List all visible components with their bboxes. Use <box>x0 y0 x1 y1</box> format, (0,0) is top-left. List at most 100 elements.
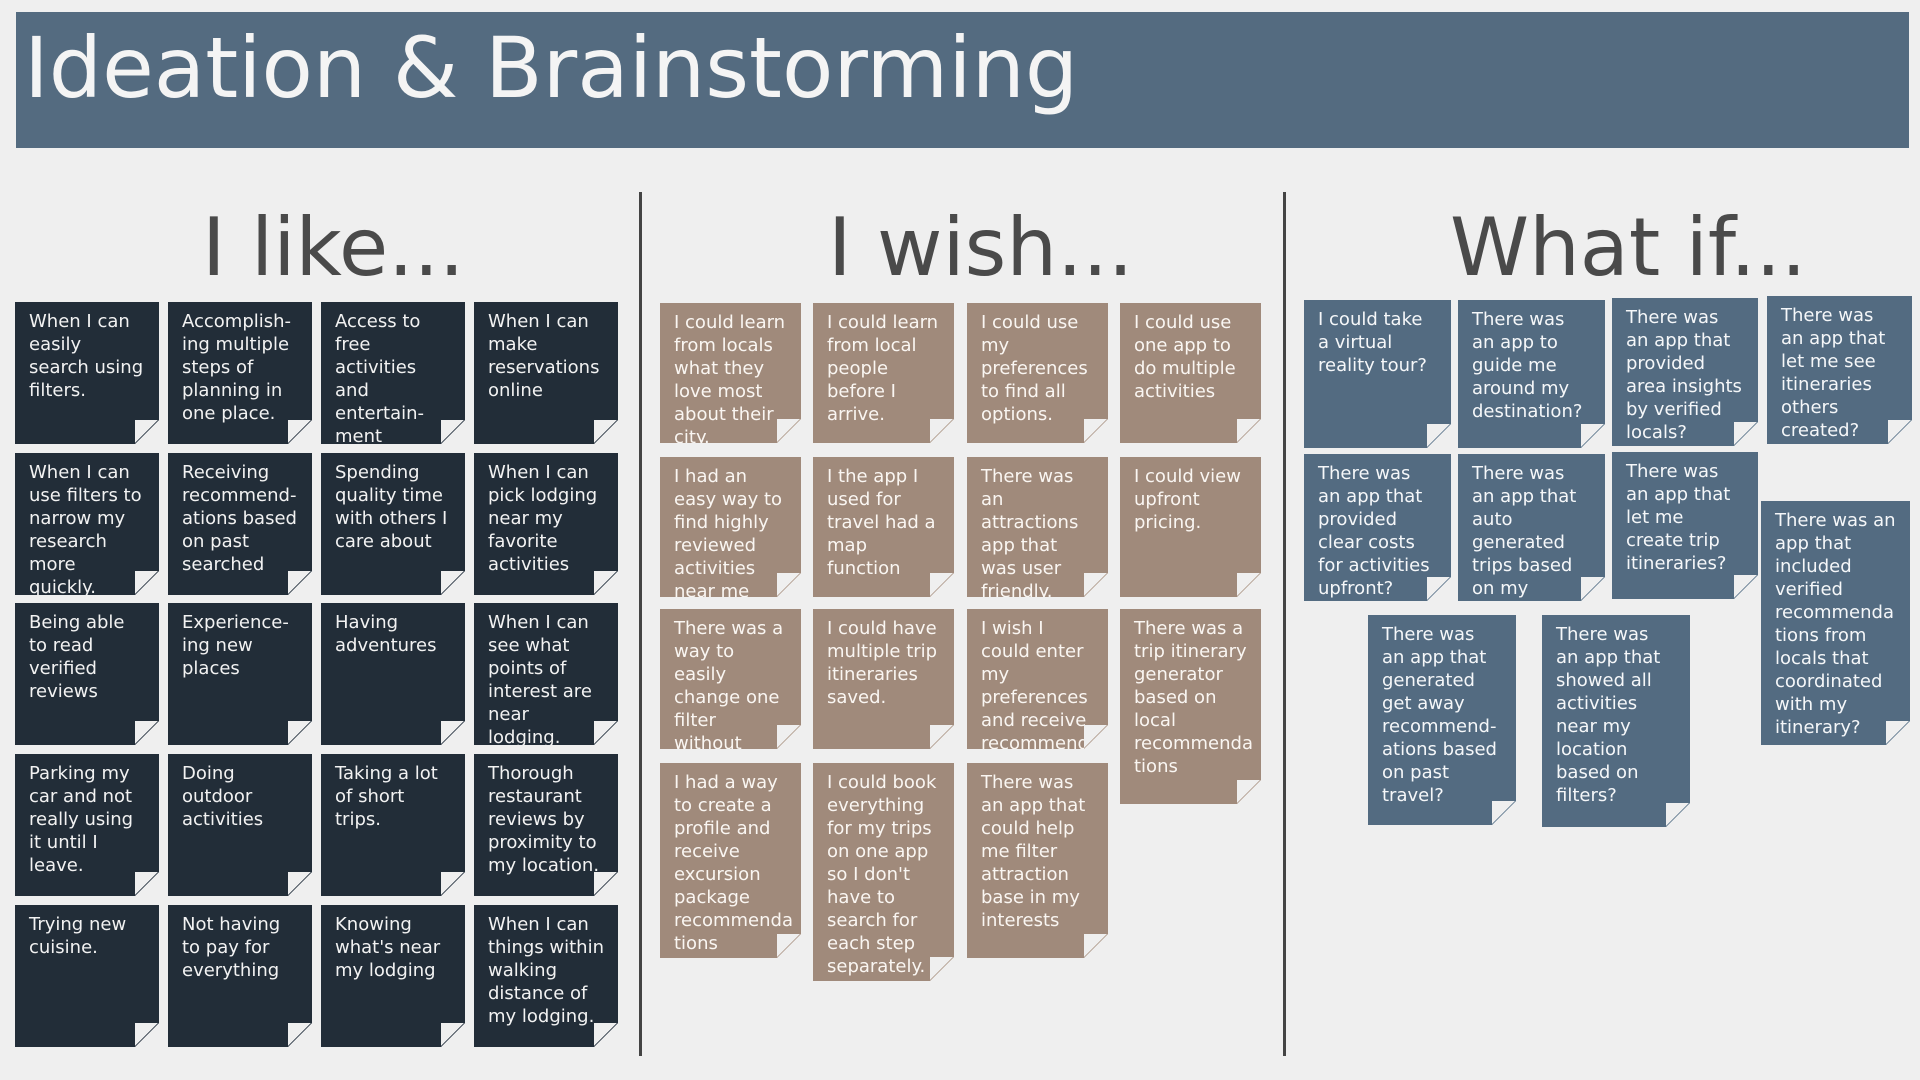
column-divider <box>1283 192 1286 1056</box>
whatif-heading: What if... <box>1450 201 1807 294</box>
page-curl-icon <box>135 872 159 896</box>
sticky-note-text: Receiving recommend-ations based on past… <box>182 462 297 575</box>
page-curl-icon <box>1886 721 1910 745</box>
sticky-note-text: I had an easy way to find highly reviewe… <box>674 466 783 597</box>
page-curl-icon <box>1084 725 1108 749</box>
page-curl-icon <box>1427 424 1451 448</box>
like-sticky-note[interactable]: Being able to read verified reviews <box>15 603 159 745</box>
page-curl-icon <box>930 725 954 749</box>
page-curl-icon <box>594 872 618 896</box>
sticky-note-text: Thorough restaurant reviews by proximity… <box>488 763 600 876</box>
wish-sticky-note[interactable]: There was a trip itinerary generator bas… <box>1120 609 1261 804</box>
whatif-sticky-note[interactable]: There was an app that let me see itinera… <box>1767 296 1912 444</box>
like-sticky-note[interactable]: Thorough restaurant reviews by proximity… <box>474 754 618 896</box>
wish-sticky-note[interactable]: I could book everything for my trips on … <box>813 763 954 981</box>
like-sticky-note[interactable]: Having adventures <box>321 603 465 745</box>
like-sticky-note[interactable]: When I can make reservations online <box>474 302 618 444</box>
like-heading: I like... <box>202 201 465 294</box>
like-sticky-note[interactable]: Doing outdoor activities <box>168 754 312 896</box>
like-sticky-note[interactable]: When I can see what points of interest a… <box>474 603 618 745</box>
sticky-note-text: Trying new cuisine. <box>29 914 127 958</box>
page-curl-icon <box>1888 420 1912 444</box>
like-sticky-note[interactable]: Access to free activities and entertain-… <box>321 302 465 444</box>
sticky-note-text: Accomplish-ing multiple steps of plannin… <box>182 311 292 424</box>
whatif-sticky-note[interactable]: There was an app that generated get away… <box>1368 615 1516 825</box>
whatif-sticky-note[interactable]: There was an app that showed all activit… <box>1542 615 1690 827</box>
whatif-sticky-note[interactable]: There was an app that let me create trip… <box>1612 452 1758 599</box>
like-sticky-note[interactable]: When I can use filters to narrow my rese… <box>15 453 159 595</box>
page-curl-icon <box>930 957 954 981</box>
like-sticky-note[interactable]: When I can pick lodging near my favorite… <box>474 453 618 595</box>
wish-sticky-note[interactable]: I had a way to create a profile and rece… <box>660 763 801 958</box>
sticky-note-text: There was an app that provided clear cos… <box>1318 463 1430 599</box>
like-sticky-note[interactable]: Parking my car and not really using it u… <box>15 754 159 896</box>
sticky-note-text: There was a trip itinerary generator bas… <box>1134 618 1253 777</box>
wish-sticky-note[interactable]: There was an attractions app that was us… <box>967 457 1108 597</box>
wish-sticky-note[interactable]: I the app I used for travel had a map fu… <box>813 457 954 597</box>
like-sticky-note[interactable]: Receiving recommend-ations based on past… <box>168 453 312 595</box>
page-curl-icon <box>594 571 618 595</box>
sticky-note-text: I had a way to create a profile and rece… <box>674 772 793 954</box>
page-curl-icon <box>1237 573 1261 597</box>
page-curl-icon <box>1084 934 1108 958</box>
sticky-note-text: There was an app that let me create trip… <box>1626 461 1731 574</box>
sticky-note-text: Access to free activities and entertain-… <box>335 311 425 444</box>
wish-sticky-note[interactable]: I had an easy way to find highly reviewe… <box>660 457 801 597</box>
sticky-note-text: I could use one app to do multiple activ… <box>1134 312 1236 402</box>
page-curl-icon <box>288 420 312 444</box>
sticky-note-text: Spending quality time with others I care… <box>335 462 448 552</box>
like-sticky-note[interactable]: Trying new cuisine. <box>15 905 159 1047</box>
like-sticky-note[interactable]: Knowing what's near my lodging <box>321 905 465 1047</box>
wish-sticky-note[interactable]: I could learn from local people before I… <box>813 303 954 443</box>
page-curl-icon <box>135 571 159 595</box>
whatif-sticky-note[interactable]: There was an app that provided area insi… <box>1612 298 1758 446</box>
page-curl-icon <box>930 419 954 443</box>
like-sticky-note[interactable]: Experience-ing new places <box>168 603 312 745</box>
wish-sticky-note[interactable]: There was a way to easily change one fil… <box>660 609 801 749</box>
sticky-note-text: I could view upfront pricing. <box>1134 466 1241 533</box>
sticky-note-text: I the app I used for travel had a map fu… <box>827 466 936 579</box>
sticky-note-text: Knowing what's near my lodging <box>335 914 441 981</box>
page-curl-icon <box>441 721 465 745</box>
sticky-note-text: When I can see what points of interest a… <box>488 612 592 745</box>
like-sticky-note[interactable]: Not having to pay for everything <box>168 905 312 1047</box>
page-curl-icon <box>441 571 465 595</box>
like-sticky-note[interactable]: When I can easily search using filters. <box>15 302 159 444</box>
page-curl-icon <box>135 1023 159 1047</box>
sticky-note-text: There was an app that showed all activit… <box>1556 624 1661 806</box>
sticky-note-text: There was an attractions app that was us… <box>981 466 1079 597</box>
like-sticky-note[interactable]: Accomplish-ing multiple steps of plannin… <box>168 302 312 444</box>
wish-sticky-note[interactable]: There was an app that could help me filt… <box>967 763 1108 958</box>
whatif-sticky-note[interactable]: I could take a virtual reality tour? <box>1304 300 1451 448</box>
whatif-sticky-note[interactable]: There was an app that auto generated tri… <box>1458 454 1605 601</box>
page-curl-icon <box>1237 419 1261 443</box>
like-sticky-note[interactable]: When I can things within walking distanc… <box>474 905 618 1047</box>
like-sticky-note[interactable]: Taking a lot of short trips. <box>321 754 465 896</box>
page-curl-icon <box>1666 803 1690 827</box>
wish-sticky-note[interactable]: I could learn from locals what they love… <box>660 303 801 443</box>
sticky-note-text: When I can make reservations online <box>488 311 600 401</box>
sticky-note-text: I could learn from locals what they love… <box>674 312 786 443</box>
sticky-note-text: Being able to read verified reviews <box>29 612 125 702</box>
wish-heading: I wish... <box>828 201 1134 294</box>
wish-sticky-note[interactable]: I could view upfront pricing. <box>1120 457 1261 597</box>
sticky-note-text: There was an app that included verified … <box>1775 510 1896 738</box>
sticky-note-text: Parking my car and not really using it u… <box>29 763 134 876</box>
page-curl-icon <box>1581 424 1605 448</box>
whatif-sticky-note[interactable]: There was an app to guide me around my d… <box>1458 300 1605 448</box>
wish-sticky-note[interactable]: I could use one app to do multiple activ… <box>1120 303 1261 443</box>
wish-sticky-note[interactable]: I could have multiple trip itineraries s… <box>813 609 954 749</box>
like-sticky-note[interactable]: Spending quality time with others I care… <box>321 453 465 595</box>
page-curl-icon <box>1237 780 1261 804</box>
sticky-note-text: I could learn from local people before I… <box>827 312 939 425</box>
sticky-note-text: Experience-ing new places <box>182 612 289 679</box>
page-curl-icon <box>1734 575 1758 599</box>
sticky-note-text: I could have multiple trip itineraries s… <box>827 618 938 708</box>
whatif-sticky-note[interactable]: There was an app that included verified … <box>1761 501 1910 745</box>
wish-sticky-note[interactable]: I wish I could enter my preferences and … <box>967 609 1108 749</box>
whatif-sticky-note[interactable]: There was an app that provided clear cos… <box>1304 454 1451 601</box>
sticky-note-text: I could use my preferences to find all o… <box>981 312 1088 425</box>
page-title: Ideation & Brainstorming <box>24 19 1079 117</box>
wish-sticky-note[interactable]: I could use my preferences to find all o… <box>967 303 1108 443</box>
page-curl-icon <box>288 721 312 745</box>
